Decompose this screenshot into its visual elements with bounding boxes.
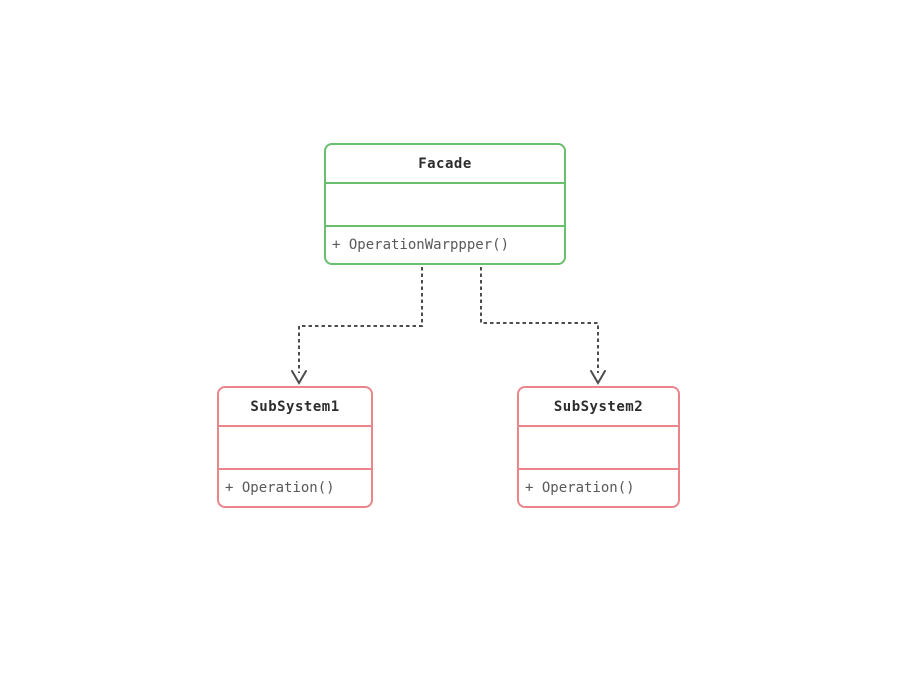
- class-attributes-section: [219, 425, 371, 467]
- class-title: SubSystem2: [553, 398, 644, 415]
- class-method: + OperationWarppper(): [326, 224, 564, 263]
- class-attributes-section: [326, 182, 564, 224]
- class-box-subsystem1: SubSystem1 + Operation(): [217, 386, 373, 508]
- class-attributes-section: [519, 425, 678, 467]
- class-method: + Operation(): [219, 467, 371, 506]
- dependency-arrow-facade-to-subsystem1: [291, 267, 423, 385]
- class-method: + Operation(): [519, 467, 678, 506]
- dependency-arrow-facade-to-subsystem2: [480, 267, 606, 385]
- class-title: Facade: [418, 155, 472, 172]
- class-box-facade: Facade + OperationWarppper(): [324, 143, 566, 265]
- arrowhead-icon: [590, 370, 606, 385]
- class-box-subsystem2: SubSystem2 + Operation(): [517, 386, 680, 508]
- dashed-line: [298, 267, 423, 373]
- arrowhead-icon: [291, 370, 307, 385]
- dashed-line: [480, 267, 599, 373]
- class-title: SubSystem1: [250, 398, 340, 415]
